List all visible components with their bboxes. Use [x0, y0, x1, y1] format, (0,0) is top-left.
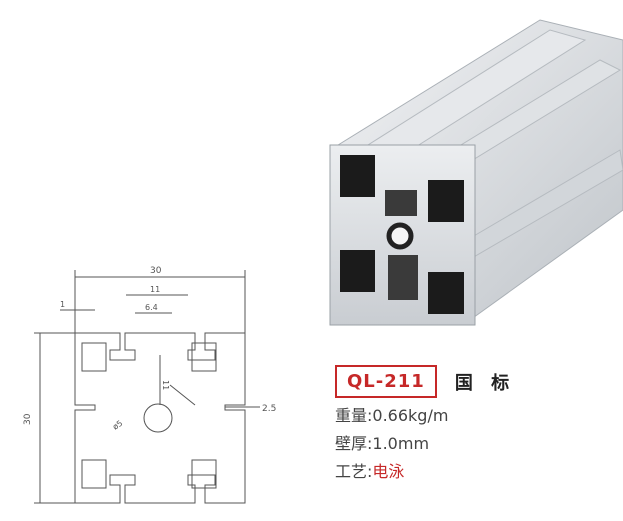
spec-weight: 重量:0.66kg/m: [335, 406, 615, 426]
dim-lip: 1: [60, 300, 65, 309]
spec-value: 1.0mm: [372, 434, 430, 453]
spec-label: 工艺:: [335, 462, 373, 481]
spec-thickness: 壁厚:1.0mm: [335, 434, 615, 454]
dim-width: 30: [150, 266, 162, 276]
spec-value: 0.66kg/m: [372, 406, 449, 425]
spec-label: 壁厚:: [335, 434, 373, 453]
cross-section-drawing: 30 11 6.4 1 2.5 11 30 ø5: [23, 266, 276, 504]
product-info: QL-211 国 标 重量:0.66kg/m 壁厚:1.0mm 工艺:电泳: [335, 365, 615, 515]
spec-value: 电泳: [372, 462, 405, 481]
dim-slot-top: 11: [150, 285, 160, 294]
dim-slot-depth: 11: [161, 380, 170, 390]
model-badge: QL-211: [335, 365, 437, 398]
dim-height: 30: [23, 413, 33, 425]
dim-hole: ø5: [111, 419, 124, 432]
spec-label: 重量:: [335, 406, 373, 425]
model-row: QL-211 国 标: [335, 365, 615, 398]
dim-slot-inner: 6.4: [145, 303, 158, 312]
spec-process: 工艺:电泳: [335, 462, 615, 482]
standard-label: 国 标: [454, 372, 516, 394]
dim-thickness: 2.5: [262, 404, 276, 414]
aluminum-profile-3d-render: [329, 19, 623, 326]
